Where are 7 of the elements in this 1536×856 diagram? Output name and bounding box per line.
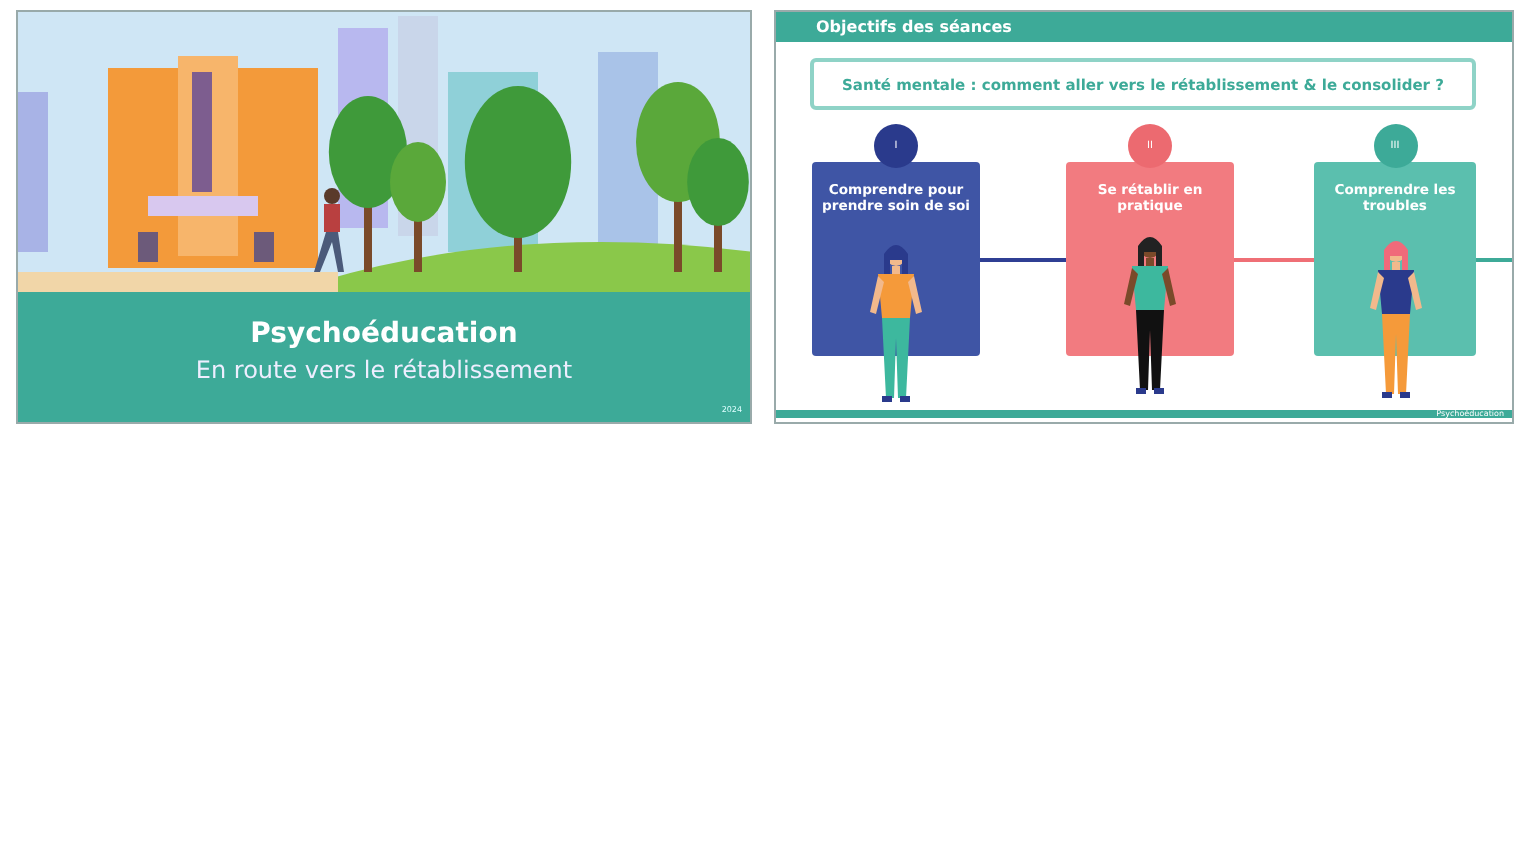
slide-heading: Objectifs des séances	[816, 18, 1012, 36]
connector-line	[980, 258, 1066, 262]
slide-subtitle: En route vers le rétablissement	[193, 356, 575, 384]
question-box	[810, 58, 1476, 110]
slide-title: Psychoéducation	[248, 318, 520, 350]
connector-line	[1476, 258, 1512, 262]
connector-line	[1234, 258, 1314, 262]
